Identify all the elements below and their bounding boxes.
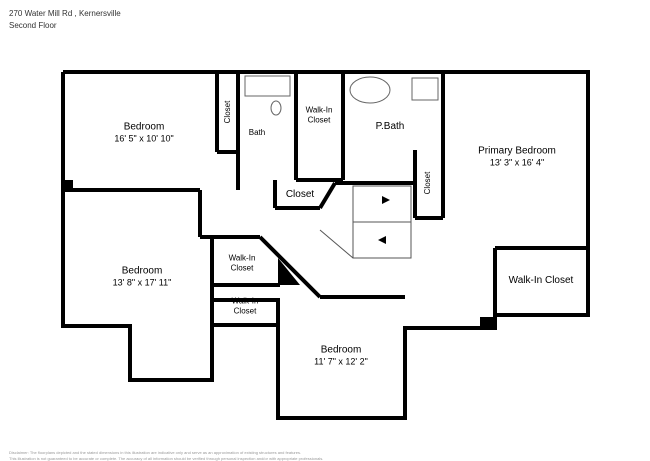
room-walk-in-closet-4: Walk-In Closet — [509, 275, 574, 287]
walls — [61, 70, 590, 420]
room-primary-bath: P.Bath — [376, 121, 405, 133]
disclaimer-line-2: This illustration is not guaranteed to b… — [9, 456, 324, 461]
stairs — [319, 185, 412, 259]
room-walk-in-closet-3: Walk-In Closet — [231, 296, 259, 315]
room-name: Bedroom — [123, 121, 165, 133]
room-walk-in-closet-2: Walk-In Closet — [228, 253, 256, 272]
column — [480, 317, 495, 328]
room-walk-in-closet-1: Walk-In Closet — [305, 105, 333, 124]
room-dimensions: 16' 5" x 10' 10" — [114, 133, 174, 144]
room-name: Primary Bedroom — [478, 145, 556, 157]
toilet — [270, 100, 282, 116]
stair-arrow-icons — [378, 196, 390, 244]
arrow-left-icon — [378, 236, 386, 244]
column — [63, 180, 73, 190]
wall-solid — [278, 258, 300, 285]
room-closet-1: Closet — [223, 100, 233, 124]
room-name: Walk-In Closet — [508, 275, 574, 286]
shower — [411, 77, 439, 101]
room-name: Bedroom — [121, 265, 163, 277]
floor-label: Second Floor — [9, 21, 57, 30]
room-dimensions: 11' 7" x 12' 2" — [314, 356, 368, 367]
room-closet-3: Closet — [286, 189, 314, 201]
room-dimensions: 13' 8" x 17' 11" — [112, 277, 172, 288]
room-name: P.Bath — [375, 121, 405, 132]
bathtub — [244, 75, 291, 97]
address: 270 Water Mill Rd , Kernersville — [9, 9, 121, 18]
room-name: Bedroom — [320, 344, 362, 356]
room-closet-2: Closet — [423, 171, 433, 195]
room-bath: Bath — [248, 128, 266, 138]
bathtub — [349, 76, 391, 104]
arrow-right-icon — [382, 196, 390, 204]
disclaimer-line-1: Disclaimer: The floorplans depicted and … — [9, 450, 302, 455]
room-dimensions: 13' 3" x 16' 4" — [489, 157, 545, 168]
room-name: Closet — [285, 189, 315, 200]
